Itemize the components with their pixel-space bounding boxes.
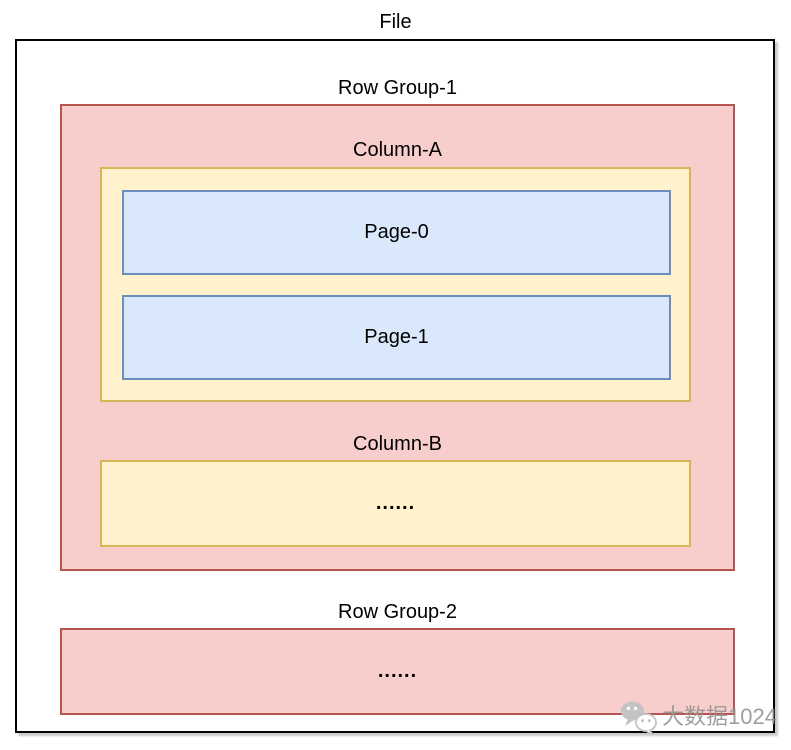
row-group-2-content: ...... xyxy=(377,660,418,682)
wechat-icon xyxy=(619,699,659,735)
column-b-box: ...... xyxy=(100,460,691,547)
row-group-1-box: Column-A Page-0 Page-1 Column-B ...... xyxy=(60,104,735,571)
row-group-2-box: ...... xyxy=(60,628,735,715)
column-b-label: Column-B xyxy=(353,433,442,455)
row-group-1-label: Row Group-1 xyxy=(338,77,457,99)
column-b-content: ...... xyxy=(375,492,416,514)
watermark-text: 大数据1024 xyxy=(662,704,777,729)
page-1-box: Page-1 xyxy=(122,295,671,380)
page-0-box: Page-0 xyxy=(122,190,671,275)
column-a-label: Column-A xyxy=(353,139,442,161)
watermark: 大数据1024 xyxy=(619,699,777,735)
file-label: File xyxy=(379,11,412,33)
file-box: Row Group-1 Column-A Page-0 Page-1 Colum… xyxy=(15,39,775,733)
row-group-2-label: Row Group-2 xyxy=(338,601,457,623)
page-0-label: Page-0 xyxy=(364,221,429,243)
column-a-box: Page-0 Page-1 xyxy=(100,167,691,402)
page-1-label: Page-1 xyxy=(364,326,429,348)
